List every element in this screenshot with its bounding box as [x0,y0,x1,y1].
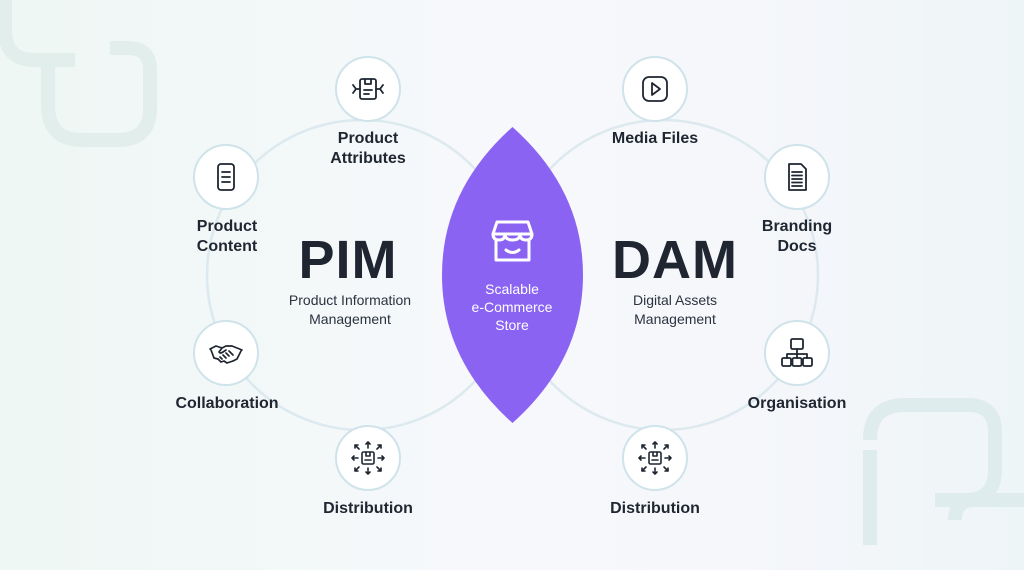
document-lines-icon [788,163,807,191]
label-dam-distribution: Distribution [610,500,700,517]
dam-subtitle-line1: Digital Assets [632,292,718,308]
node-collaboration [193,320,259,386]
bg-decor-top-left [0,0,157,147]
center-label-line3: Store [495,317,529,333]
node-product-attributes [335,56,401,122]
handshake-icon [209,345,243,364]
dam-title: DAM [612,230,738,290]
node-branding-docs [764,144,830,210]
box-connect-icon [352,78,384,100]
node-dam-distribution [622,425,688,491]
label-branding-docs-line1: Branding [761,218,833,235]
box-distribute-icon [351,441,385,475]
node-organisation [764,320,830,386]
pim-subtitle-line1: Product Information [288,292,412,308]
pim-title: PIM [298,230,398,290]
bg-decor-bottom-right [863,398,1024,545]
center-label-line2: e-Commerce [471,299,553,315]
label-product-attributes-line1: Product [337,130,399,147]
node-pim-distribution [335,425,401,491]
center-label-line1: Scalable [485,281,539,297]
label-media-files: Media Files [611,130,699,147]
label-pim-distribution: Distribution [323,500,413,517]
center-lens [442,127,583,423]
dam-subtitle-line2: Management [634,311,716,327]
storefront-icon [485,214,540,269]
label-organisation: Organisation [747,395,847,412]
pim-subtitle-line2: Management [309,311,391,327]
document-icon [217,163,235,191]
node-media-files [622,56,688,122]
label-product-content-line2: Content [196,238,258,255]
node-product-content [193,144,259,210]
label-branding-docs-line2: Docs [777,238,817,255]
org-chart-icon [781,338,813,367]
box-distribute-icon [638,441,672,475]
label-collaboration: Collaboration [175,395,279,412]
label-product-attributes-line2: Attributes [330,150,406,167]
play-icon [642,76,668,102]
label-product-content-line1: Product [196,218,258,235]
